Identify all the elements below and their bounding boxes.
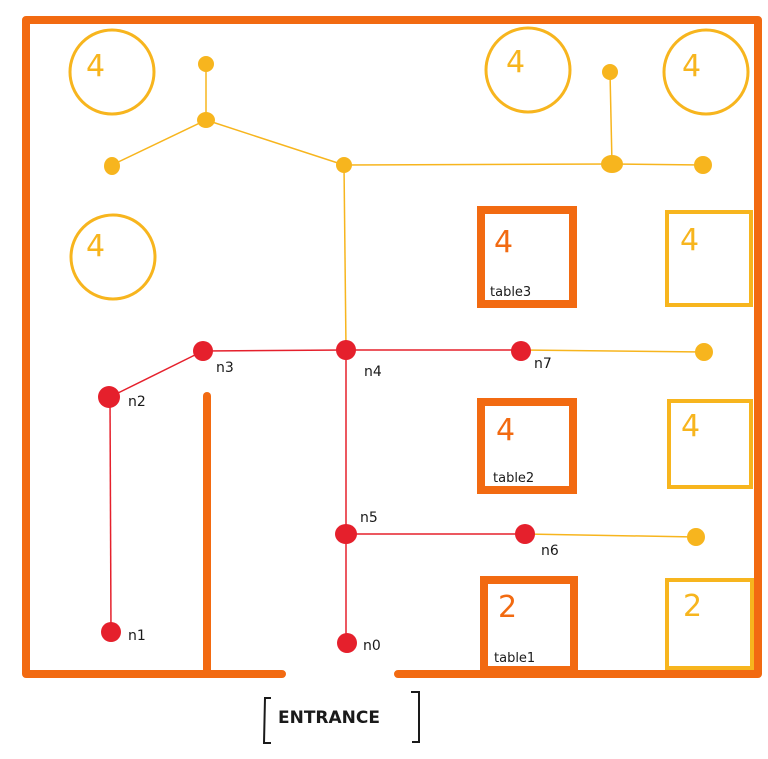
node-n0 [337,633,357,653]
named-table-names: table3 table2 table1 [490,285,535,666]
node-label-n3: n3 [216,360,234,376]
yellow-nodes [104,56,713,546]
right-table-lower [665,578,754,670]
red-nodes [98,340,535,653]
yellow-square-seat-labels: 4 4 2 [680,223,702,624]
yellow-node [695,343,713,361]
red-path-network [109,349,525,643]
round-table-top-left [68,28,156,116]
right-table-upper [665,210,753,307]
table2-name: table2 [493,471,534,486]
entrance-bracket-right [411,691,420,743]
table3-name: table3 [490,285,531,300]
node-label-n7: n7 [534,356,552,372]
yellow-node [336,157,352,173]
node-n7 [511,341,531,361]
node-n4 [336,340,356,360]
yellow-node [197,112,215,128]
node-n2 [98,386,120,408]
node-labels: n1 n2 n3 n4 n7 n5 n6 n0 [128,356,559,654]
named-tables [477,206,578,674]
round-table-left-middle [69,213,157,301]
yellow-node [601,155,623,173]
right-table-middle [667,399,753,489]
node-n1 [101,622,121,642]
named-table-seat-labels: 4 4 2 [494,225,517,625]
seats-round-top-middle: 4 [506,45,525,80]
node-label-n0: n0 [363,638,381,654]
walls [22,16,762,678]
yellow-node [694,156,712,174]
entrance-bracket-left [262,697,271,744]
node-n5 [335,524,357,544]
node-n3 [193,341,213,361]
table2 [477,398,577,494]
seats-round-top-right: 4 [682,49,701,84]
round-table-top-right [662,28,750,116]
round-tables [68,26,750,301]
table3 [477,206,577,308]
seats-round-left-middle: 4 [86,229,105,264]
node-label-n5: n5 [360,510,378,526]
seats-table3: 4 [494,225,513,260]
seats-table1: 2 [498,590,517,625]
seats-table2: 4 [496,413,515,448]
seats-round-top-left: 4 [86,49,105,84]
seats-right-middle: 4 [681,409,700,444]
seats-right-upper: 4 [680,223,699,258]
yellow-node [198,56,214,72]
node-label-n1: n1 [128,628,146,644]
entrance-label: ENTRANCE [278,708,380,728]
round-table-seat-labels: 4 4 4 4 [86,45,701,264]
node-label-n2: n2 [128,394,146,410]
table1 [480,576,578,674]
yellow-node [687,528,705,546]
yellow-node [104,157,120,175]
seats-right-lower: 2 [683,589,702,624]
table1-name: table1 [494,651,535,666]
yellow-node [602,64,618,80]
node-n6 [515,524,535,544]
yellow-square-tables [665,210,754,670]
outer-wall-left-section [22,16,762,678]
round-table-top-middle [484,26,572,114]
node-label-n4: n4 [364,364,382,380]
entrance-marker: ENTRANCE [262,691,420,744]
node-label-n6: n6 [541,543,559,559]
yellow-path-network [111,64,705,538]
